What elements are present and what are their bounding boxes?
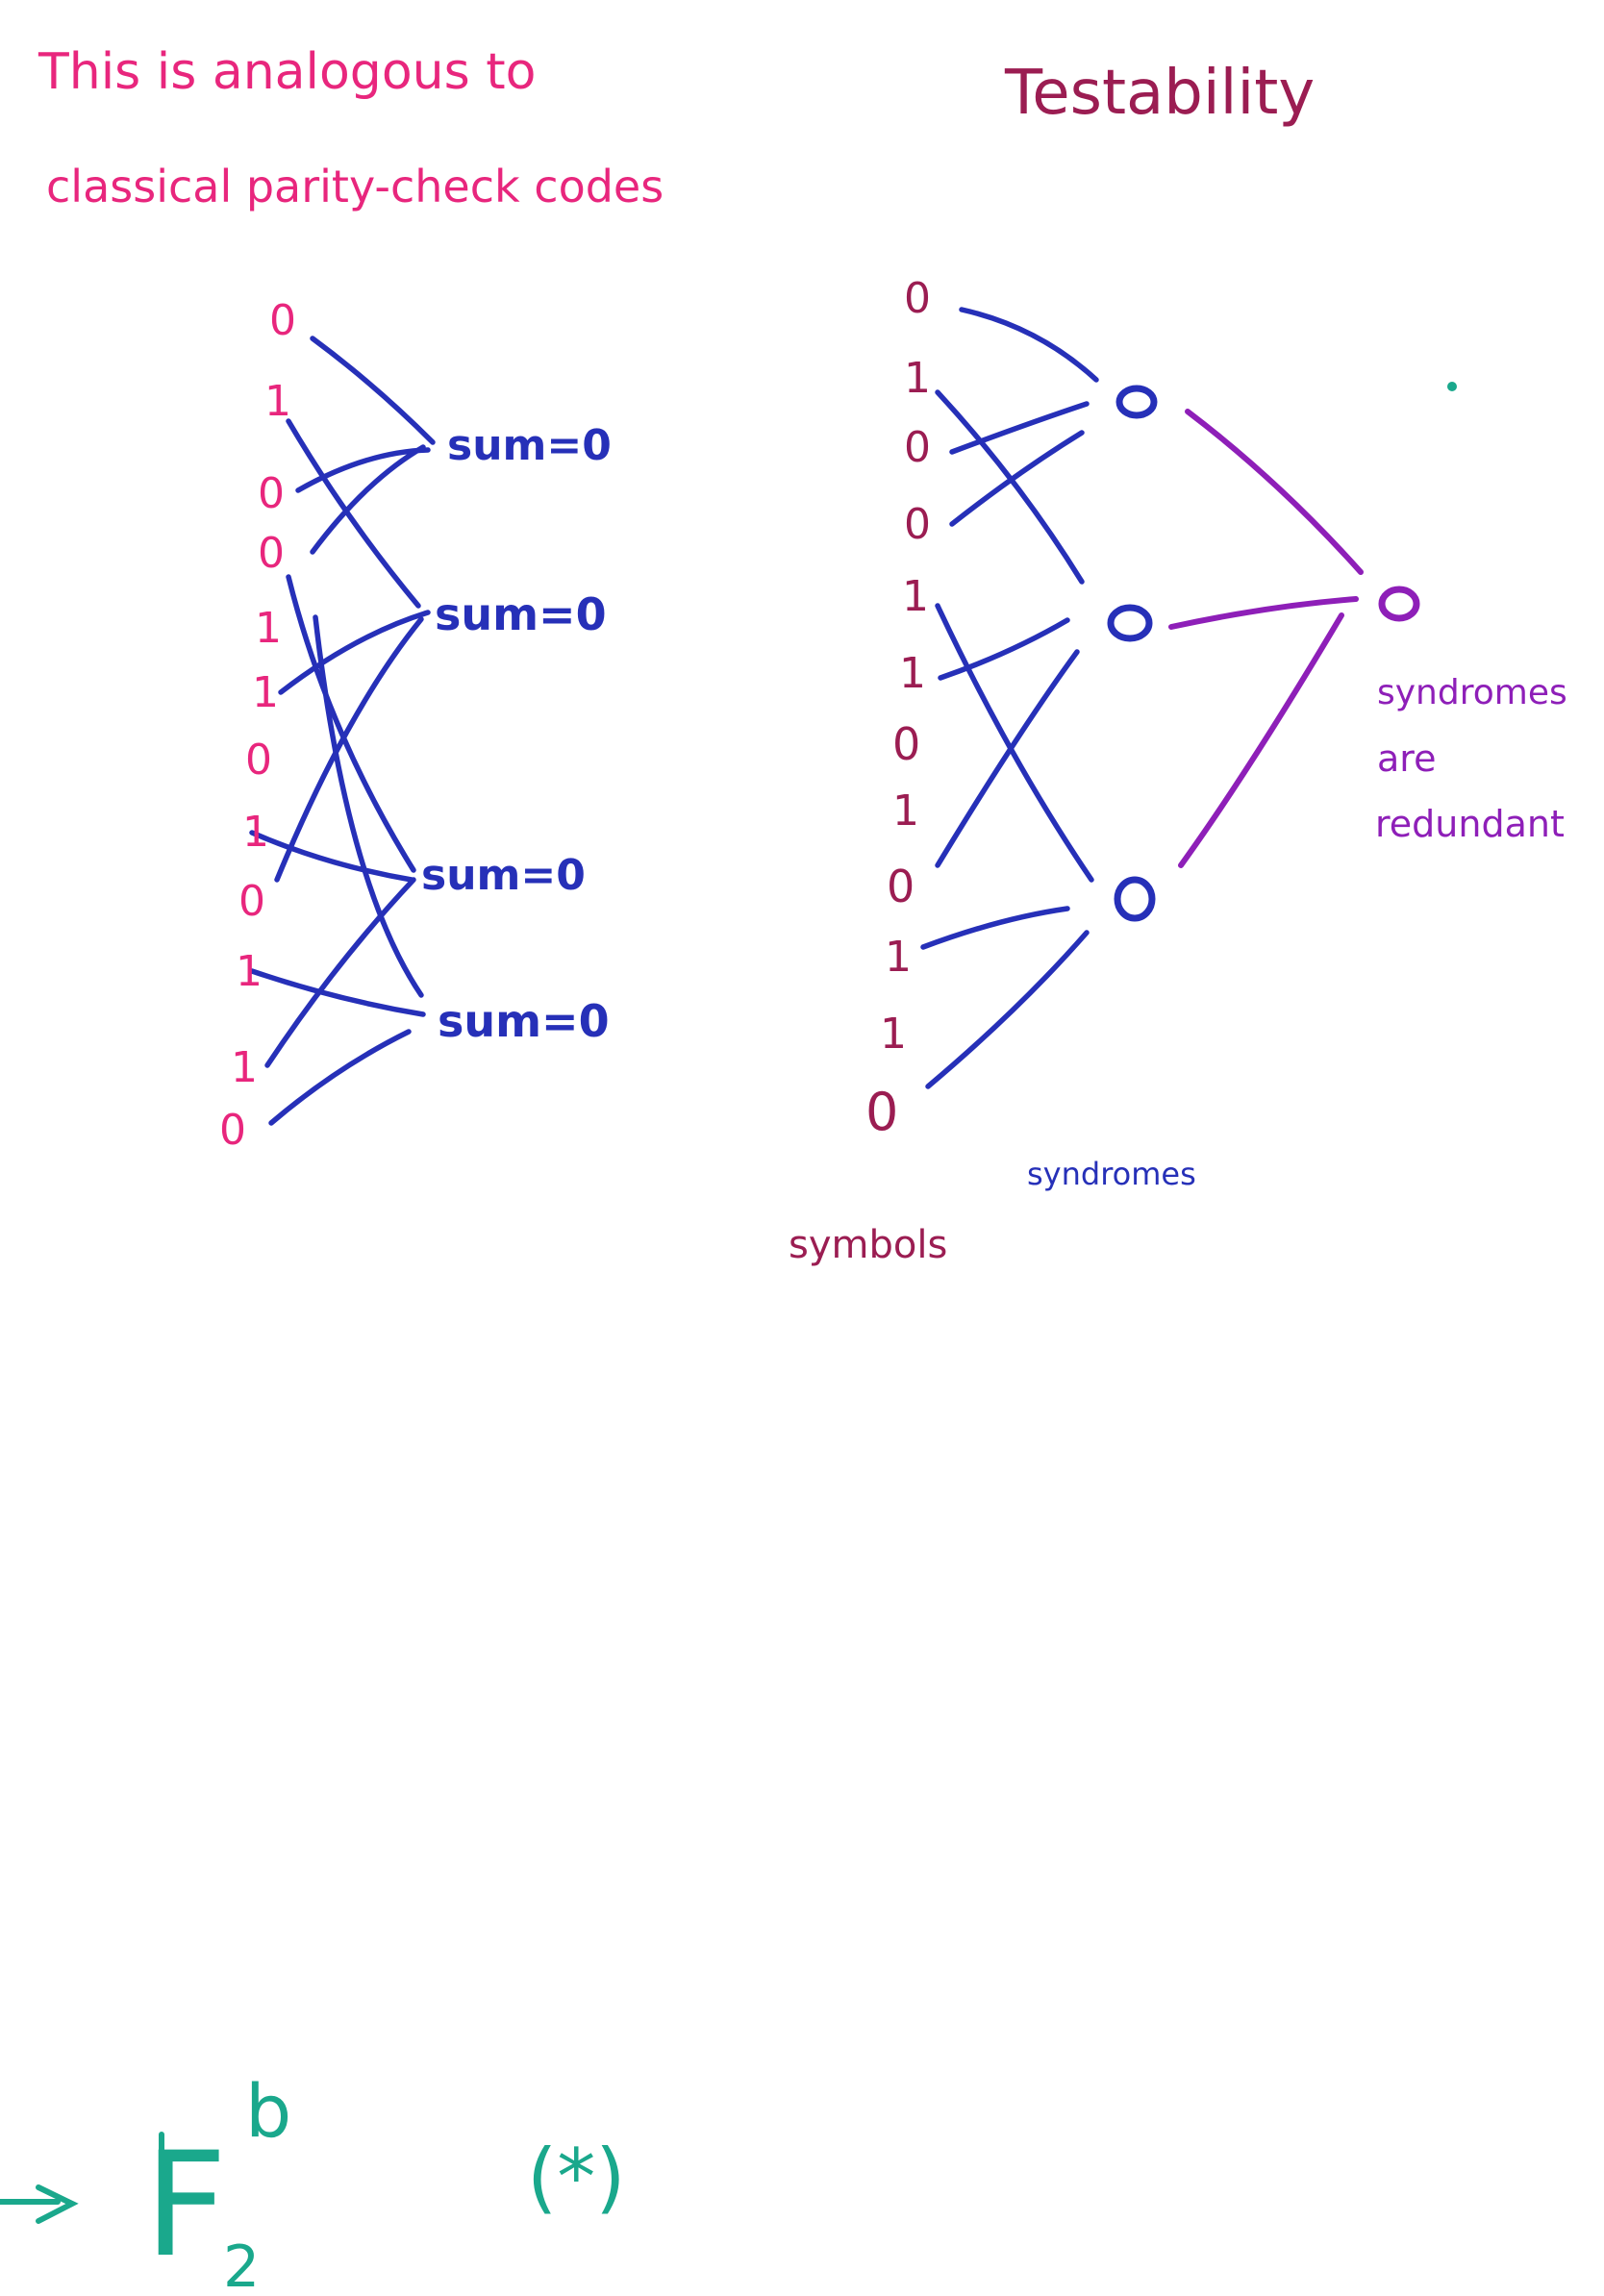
symbols-label: symbols xyxy=(789,1223,947,1267)
bottom-formula: F 2 b (*) xyxy=(0,2068,625,2296)
left-bit: 0 xyxy=(238,877,265,926)
left-bit: 0 xyxy=(219,1106,246,1155)
left-bit: 1 xyxy=(236,947,263,996)
check-label: sum=0 xyxy=(438,995,610,1047)
left-bit: 0 xyxy=(269,296,296,345)
right-graph-edges xyxy=(920,307,1099,1089)
field-subscript: 2 xyxy=(223,2234,260,2296)
left-bit: 1 xyxy=(242,808,269,857)
redundant-note-line-1: syndromes xyxy=(1377,673,1567,712)
left-bit: 0 xyxy=(258,529,285,578)
arrow-icon xyxy=(0,2184,79,2224)
symbol: 0 xyxy=(865,1082,898,1142)
check-label: sum=0 xyxy=(435,588,607,640)
syndrome-nodes xyxy=(1107,385,1158,922)
left-bits: 0 1 0 0 1 1 0 1 0 1 1 0 xyxy=(219,296,296,1155)
ink-dot xyxy=(1447,382,1457,391)
check-label: sum=0 xyxy=(421,851,586,900)
check-label: sum=0 xyxy=(447,421,612,470)
symbol: 1 xyxy=(904,354,931,403)
left-checks: sum=0 sum=0 sum=0 sum=0 xyxy=(421,421,612,1047)
left-bit: 1 xyxy=(255,604,282,653)
symbol: 0 xyxy=(904,423,931,472)
symbol: 1 xyxy=(899,649,926,698)
note-line-1: This is analogous to xyxy=(38,43,536,101)
symbol: 0 xyxy=(887,861,915,912)
left-bit: 0 xyxy=(258,469,285,518)
left-bit: 1 xyxy=(231,1043,258,1092)
syndromes-label: syndromes xyxy=(1027,1156,1196,1192)
testability-title: Testability xyxy=(1004,58,1315,129)
equation-marker: (*) xyxy=(527,2133,625,2222)
syndrome-node xyxy=(1114,876,1156,922)
symbol: 1 xyxy=(892,786,919,836)
syndrome-node xyxy=(1115,385,1158,419)
symbol: 1 xyxy=(880,1010,907,1059)
redundant-note-line-2: are xyxy=(1377,737,1436,780)
left-bit: 1 xyxy=(252,668,279,717)
redundant-note-line-3: redundant xyxy=(1375,803,1565,845)
meta-edges xyxy=(1168,409,1364,868)
field-symbol: F xyxy=(144,2122,227,2289)
symbol: 0 xyxy=(904,500,931,549)
right-symbols: 0 1 0 0 1 1 0 1 0 1 1 0 xyxy=(865,274,931,1142)
field-superscript: b xyxy=(245,2068,291,2154)
meta-check-node xyxy=(1378,586,1420,622)
symbol: 0 xyxy=(892,718,920,770)
symbol: 1 xyxy=(902,572,929,621)
symbol: 0 xyxy=(904,274,931,323)
symbol: 1 xyxy=(885,933,912,982)
note-line-2: classical parity-check codes xyxy=(46,161,664,212)
syndrome-node xyxy=(1107,604,1153,642)
left-bit: 0 xyxy=(245,736,272,785)
left-bit: 1 xyxy=(264,377,291,426)
left-graph-edges xyxy=(249,336,436,1126)
